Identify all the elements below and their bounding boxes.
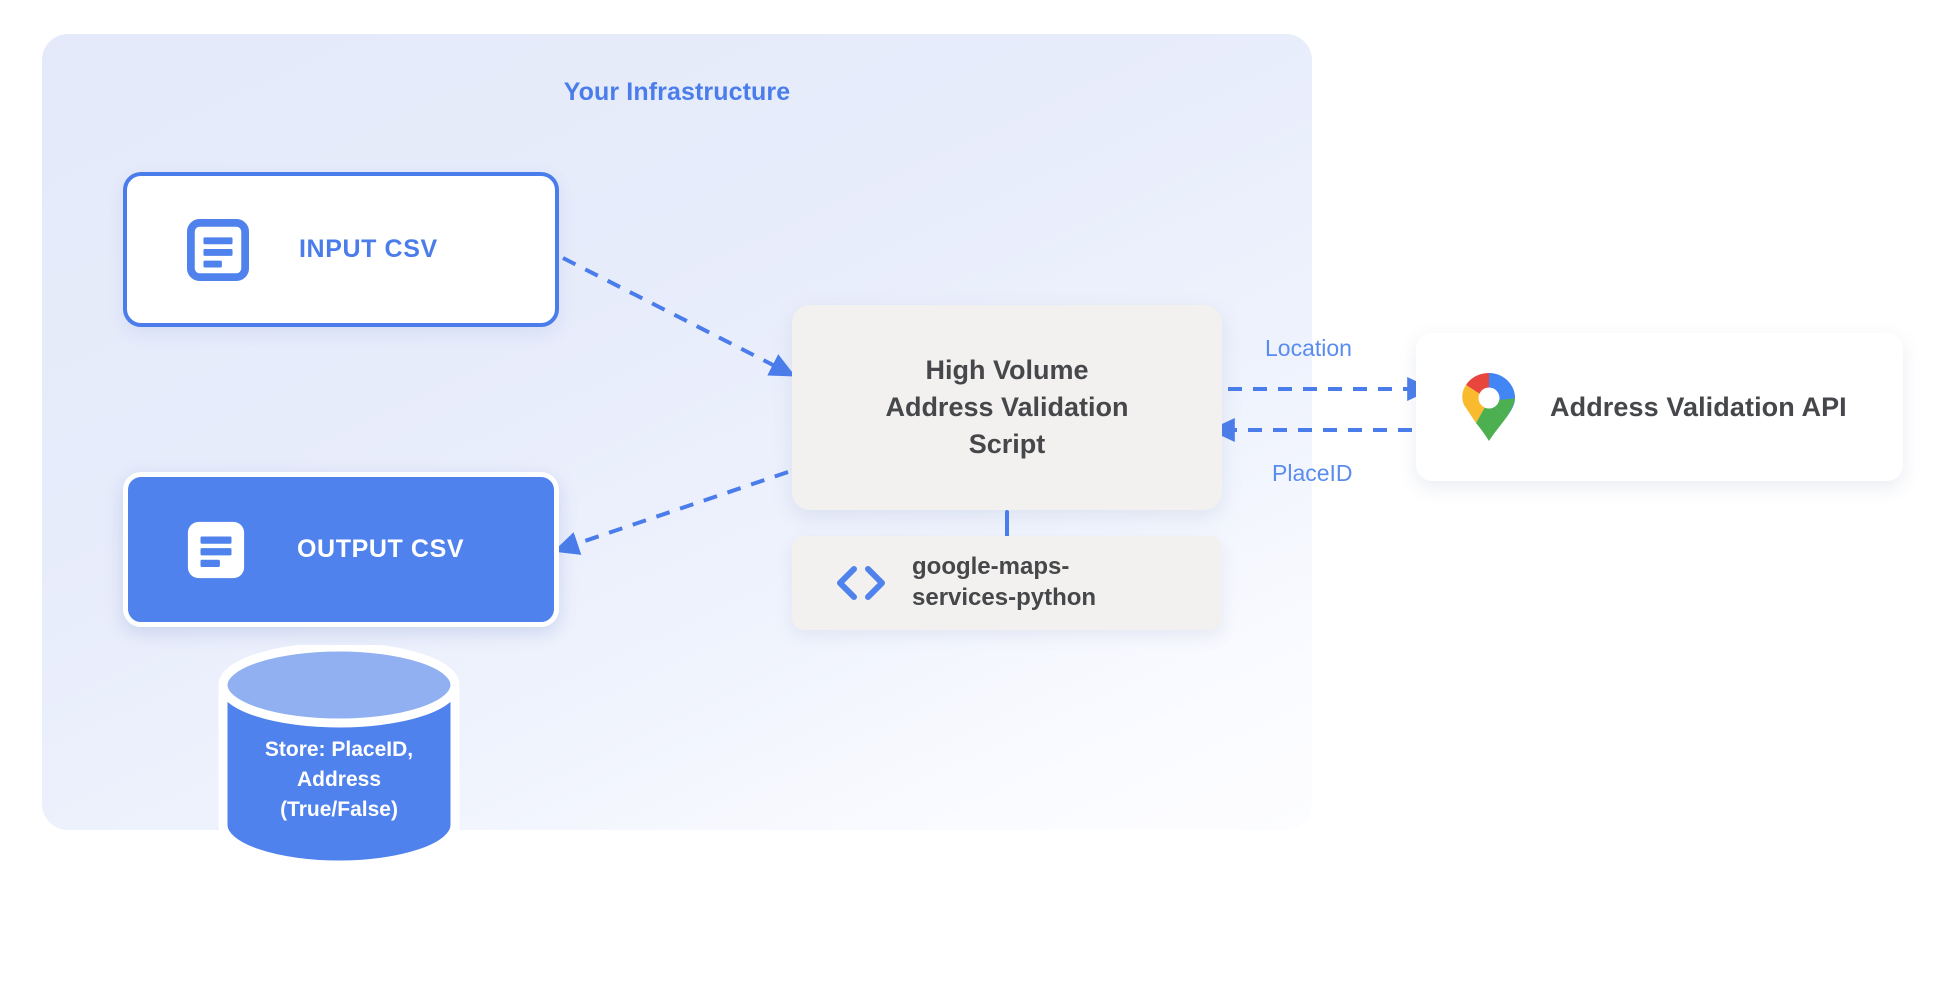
output-csv-label: OUTPUT CSV [297,535,465,563]
library-line-1: google-maps- [912,553,1070,581]
edge-label-location: Location [1265,335,1352,361]
script-line-3: Script [968,429,1046,460]
input-csv-node[interactable]: INPUT CSV [123,172,559,327]
code-brackets-icon [837,566,885,600]
google-maps-pin-icon [1462,373,1515,441]
library-label: google-maps- services-python [912,552,1096,613]
output-csv-node[interactable]: OUTPUT CSV [123,472,559,627]
document-icon [187,521,245,578]
script-line-2: Address Validation [885,391,1129,422]
database-cylinder[interactable] [215,645,463,865]
script-line-1: High Volume [925,354,1089,385]
library-line-2: services-python [912,584,1097,611]
document-icon [187,218,249,281]
script-label: High Volume Address Validation Script [863,352,1150,464]
api-label: Address Validation API [1550,391,1847,422]
script-library-connector [1005,510,1009,543]
panel-title: Your Infrastructure [563,78,791,106]
library-node[interactable]: google-maps- services-python [792,536,1222,630]
address-validation-api-node[interactable]: Address Validation API [1416,333,1903,481]
edge-label-placeid: PlaceID [1272,460,1353,486]
input-csv-label: INPUT CSV [299,235,438,263]
validation-script-node[interactable]: High Volume Address Validation Script [792,305,1222,510]
